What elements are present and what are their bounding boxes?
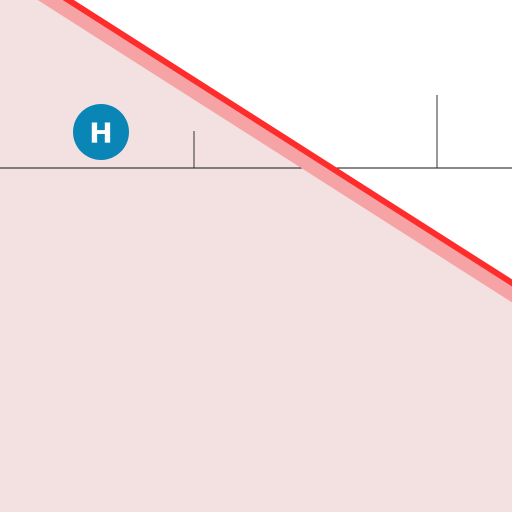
hospital-marker[interactable]: H xyxy=(73,104,129,160)
hospital-icon xyxy=(73,104,129,160)
boundary-line[interactable] xyxy=(62,0,512,288)
hospital-marker-label: H xyxy=(89,117,112,150)
boundary-halo-line xyxy=(37,0,512,303)
